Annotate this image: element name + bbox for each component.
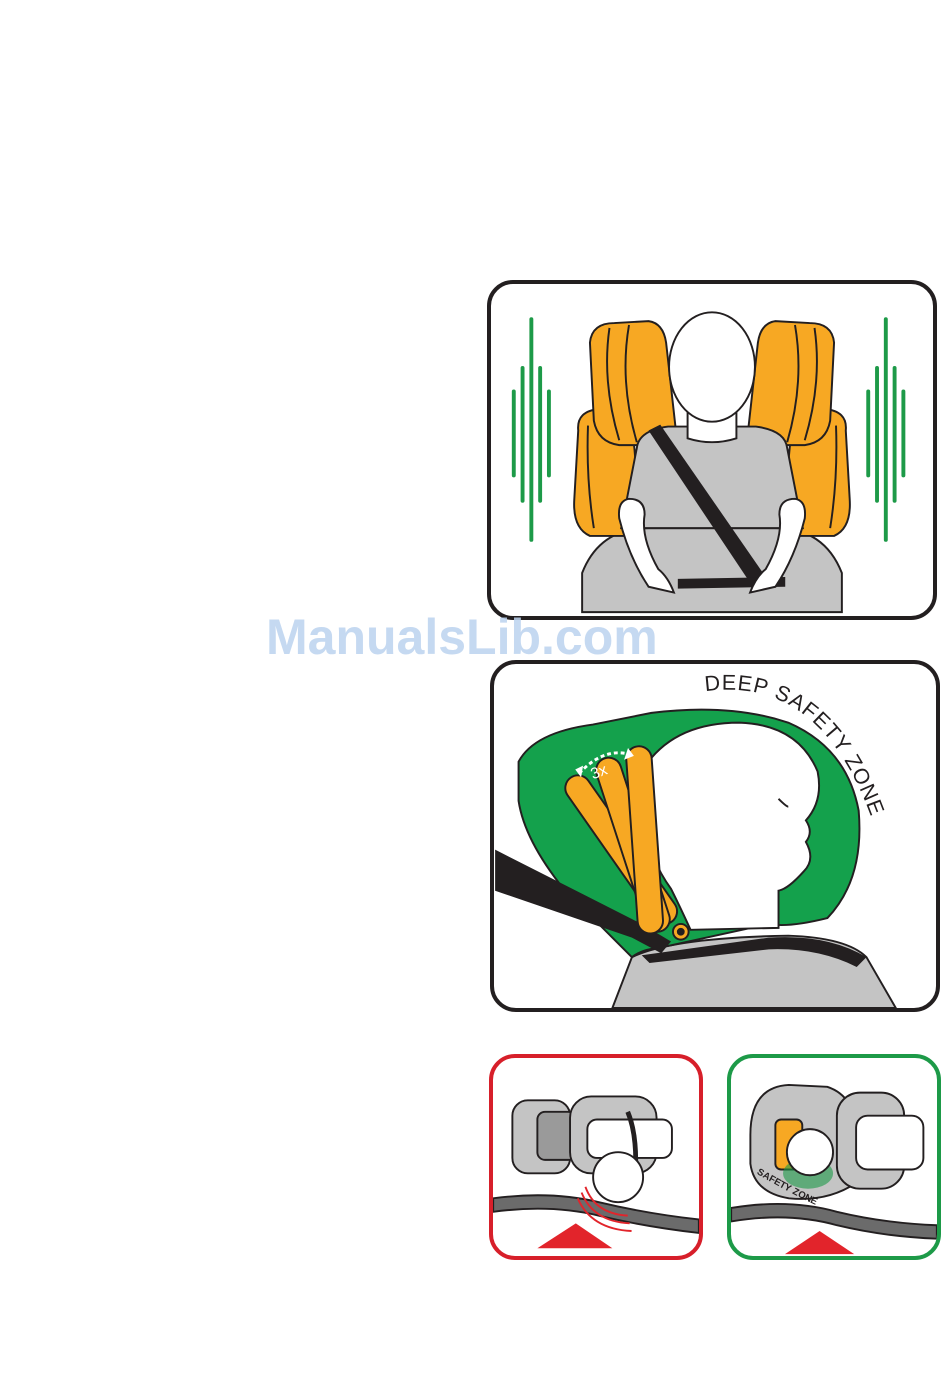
deep-safety-zone-panel: 3x DEEP SAFETY ZONE [490,660,940,1012]
incorrect-position-panel [489,1054,703,1260]
head-top-view-icon [593,1152,643,1202]
left-vibration-icon [514,319,549,540]
seat-top-view-icon [512,1096,672,1173]
child-head-icon [669,312,755,442]
side-impact-illustration-panel [487,280,937,620]
seat-base-icon [582,528,842,612]
deep-safety-zone-illustration: 3x DEEP SAFETY ZONE [494,664,936,1008]
correct-position-illustration: SAFETY ZONE [731,1058,937,1256]
correct-position-panel: SAFETY ZONE [727,1054,941,1260]
incorrect-position-illustration [493,1058,699,1256]
watermark-text: ManualsLib.com [266,607,698,667]
warning-arrow-icon [785,1231,854,1254]
door-panel-icon [731,1204,937,1239]
door-panel-icon [493,1195,699,1233]
side-impact-illustration [491,284,933,616]
warning-arrow-icon [537,1223,612,1248]
head-top-view-icon [787,1129,833,1175]
right-vibration-icon [868,319,903,540]
